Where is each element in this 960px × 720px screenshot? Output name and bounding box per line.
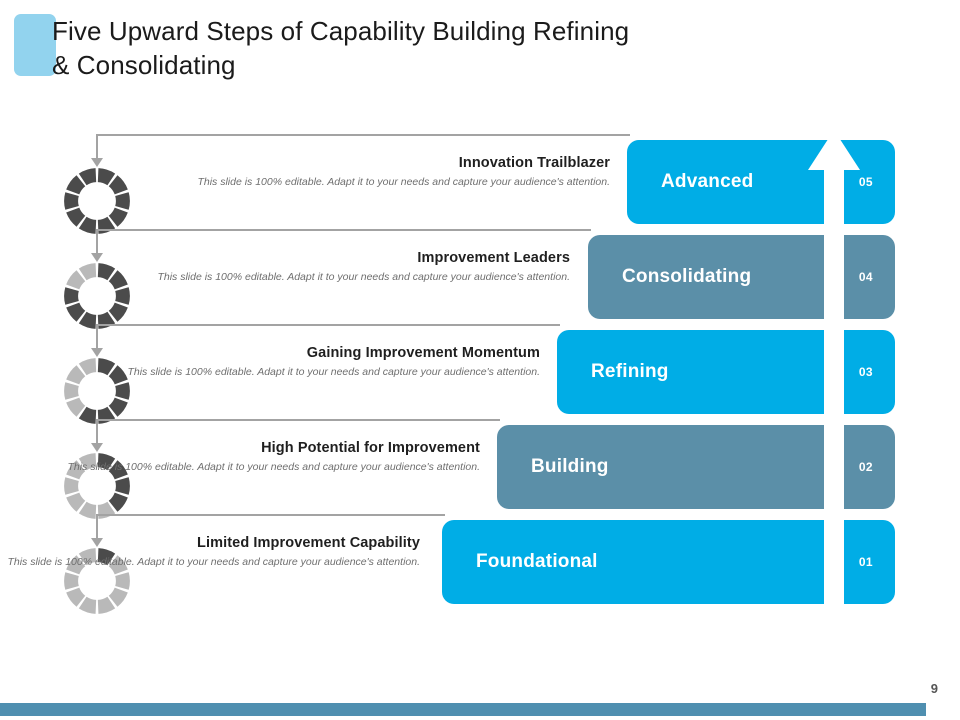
step-heading: Gaining Improvement Momentum bbox=[306, 345, 540, 361]
stage-number: 05 bbox=[858, 175, 873, 189]
connector-line bbox=[96, 229, 591, 231]
title-accent-block bbox=[14, 14, 56, 76]
segmented-donut-icon bbox=[64, 168, 130, 234]
stage-label: Foundational bbox=[476, 551, 598, 572]
stage-label: Building bbox=[531, 456, 609, 477]
stage-number: 03 bbox=[858, 365, 873, 379]
connector-line bbox=[96, 419, 500, 421]
stage-number: 01 bbox=[858, 555, 873, 569]
step-heading: Limited Improvement Capability bbox=[197, 535, 420, 551]
step-description: This slide is 100% editable. Adapt it to… bbox=[127, 366, 540, 378]
stage-label: Consolidating bbox=[622, 266, 752, 287]
connector-stub bbox=[96, 324, 98, 350]
segmented-donut-icon bbox=[64, 263, 130, 329]
stage-label: Advanced bbox=[661, 171, 754, 192]
stage-number: 04 bbox=[858, 270, 873, 284]
step-description: This slide is 100% editable. Adapt it to… bbox=[67, 461, 480, 473]
segmented-donut-icon bbox=[64, 548, 130, 614]
stage-label: Refining bbox=[591, 361, 669, 382]
connector-stub bbox=[96, 514, 98, 540]
connector-stub bbox=[96, 134, 98, 160]
connector-arrow-icon bbox=[91, 538, 103, 547]
page-title: Five Upward Steps of Capability Building… bbox=[52, 16, 630, 80]
step-heading: Innovation Trailblazer bbox=[458, 155, 610, 171]
step-description: This slide is 100% editable. Adapt it to… bbox=[157, 271, 570, 283]
step-heading: High Potential for Improvement bbox=[261, 440, 480, 456]
stage-bar[interactable]: Foundational 01 bbox=[442, 520, 895, 604]
page-number: 9 bbox=[930, 681, 938, 696]
connector-arrow-icon bbox=[91, 348, 103, 357]
step-heading: Improvement Leaders bbox=[417, 250, 570, 266]
stage-number: 02 bbox=[858, 460, 873, 474]
connector-stub bbox=[96, 229, 98, 255]
step-description: This slide is 100% editable. Adapt it to… bbox=[7, 556, 420, 568]
stage-bar[interactable]: Consolidating 04 bbox=[588, 235, 895, 319]
stage-bar[interactable]: Refining 03 bbox=[557, 330, 895, 414]
stage-bar[interactable]: Advanced 05 bbox=[627, 140, 895, 224]
step-description: This slide is 100% editable. Adapt it to… bbox=[197, 176, 610, 188]
connector-stub bbox=[96, 419, 98, 445]
footer-bar bbox=[0, 703, 926, 716]
connector-arrow-icon bbox=[91, 158, 103, 167]
stage-bar[interactable]: Building 02 bbox=[497, 425, 895, 509]
connector-arrow-icon bbox=[91, 443, 103, 452]
connector-arrow-icon bbox=[91, 253, 103, 262]
connector-line bbox=[96, 514, 445, 516]
connector-line bbox=[96, 324, 560, 326]
connector-line bbox=[96, 134, 630, 136]
